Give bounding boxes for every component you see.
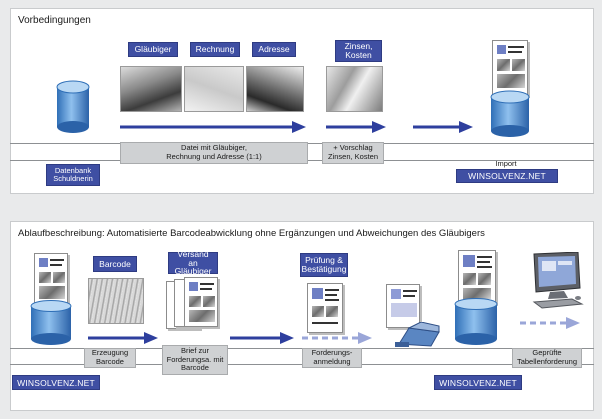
caption-import-text: Import <box>495 159 517 169</box>
tag-adresse-label: Adresse <box>258 44 290 55</box>
winsolvenz-right-text: WINSOLVENZ.NET <box>439 377 517 388</box>
document-icon <box>386 284 420 328</box>
tag-glaeubiger: Gläubiger <box>128 42 178 57</box>
tag-adresse: Adresse <box>252 42 296 57</box>
tag-datenbank-schuldnerin: Datenbank Schuldnerin <box>46 164 100 186</box>
caption-brief-text: Brief zur Forderungsa. mit Barcode <box>166 346 224 373</box>
caption-vorschlag: + Vorschlag Zinsen, Kosten <box>322 142 384 164</box>
database-icon <box>56 80 90 134</box>
photo-handshake <box>120 66 182 112</box>
caption-import: Import <box>456 160 556 169</box>
arrow-right-icon <box>520 317 580 329</box>
tag-datenbank-text: Datenbank Schuldnerin <box>53 165 93 183</box>
arrow-right-icon <box>88 332 158 344</box>
caption-vorschlag-text: + Vorschlag Zinsen, Kosten <box>327 143 379 161</box>
winsolvenz-import-text: WINSOLVENZ.NET <box>468 171 546 181</box>
tag-rechnung-label: Rechnung <box>195 44 235 55</box>
caption-datei-text: Datei mit Gläubiger, Rechnung und Adress… <box>166 143 262 161</box>
tag-zinsen-kosten: Zinsen, Kosten <box>335 40 382 62</box>
tag-barcode-label: Barcode <box>99 258 131 269</box>
tag-versand: Versand an Gläubiger <box>168 248 218 277</box>
arrow-right-icon <box>302 332 372 344</box>
document-icon <box>184 277 218 327</box>
winsolvenz-right-tag: WINSOLVENZ.NET <box>434 375 522 390</box>
photo-invoice <box>184 66 244 112</box>
database-icon <box>30 300 72 346</box>
winsolvenz-left-text: WINSOLVENZ.NET <box>17 377 95 388</box>
document-icon <box>458 250 496 304</box>
caption-gepruefte-text: Geprüfte Tabellenforderung <box>516 348 578 366</box>
computer-icon <box>528 251 584 310</box>
caption-forderung: Forderungs- anmeldung <box>302 348 362 368</box>
winsolvenz-import-tag: WINSOLVENZ.NET <box>456 169 558 183</box>
photo-barcode <box>88 278 144 324</box>
arrow-right-icon <box>413 121 473 133</box>
document-icon <box>34 253 68 305</box>
winsolvenz-left-tag: WINSOLVENZ.NET <box>12 375 100 390</box>
caption-erzeugung: Erzeugung Barcode <box>84 348 136 368</box>
tag-barcode: Barcode <box>93 256 137 272</box>
database-icon <box>454 298 498 346</box>
database-icon <box>490 90 530 138</box>
arrow-right-icon <box>326 121 386 133</box>
document-icon <box>492 40 528 96</box>
caption-datei: Datei mit Gläubiger, Rechnung und Adress… <box>120 142 308 164</box>
process-title: Ablaufbeschreibung: Automatisierte Barco… <box>18 228 485 239</box>
caption-erzeugung-text: Erzeugung Barcode <box>91 348 129 366</box>
caption-brief: Brief zur Forderungsa. mit Barcode <box>162 345 228 375</box>
caption-gepruefte: Geprüfte Tabellenforderung <box>512 348 582 368</box>
document-icon <box>307 283 343 333</box>
tag-versand-label: Versand an Gläubiger <box>174 248 212 277</box>
arrow-right-icon <box>230 332 294 344</box>
caption-forderung-text: Forderungs- anmeldung <box>311 348 353 366</box>
arrow-right-icon <box>120 121 306 133</box>
tag-zinsen-kosten-label: Zinsen, Kosten <box>344 41 373 60</box>
tag-glaeubiger-label: Gläubiger <box>134 44 172 55</box>
scanner-icon <box>395 321 441 348</box>
tag-rechnung: Rechnung <box>190 42 240 57</box>
preconditions-title: Vorbedingungen <box>18 15 91 26</box>
tag-pruefung: Prüfung & Bestätigung <box>300 253 348 277</box>
tag-pruefung-label: Prüfung & Bestätigung <box>301 255 347 274</box>
photo-coins <box>326 66 383 112</box>
photo-address <box>246 66 304 112</box>
